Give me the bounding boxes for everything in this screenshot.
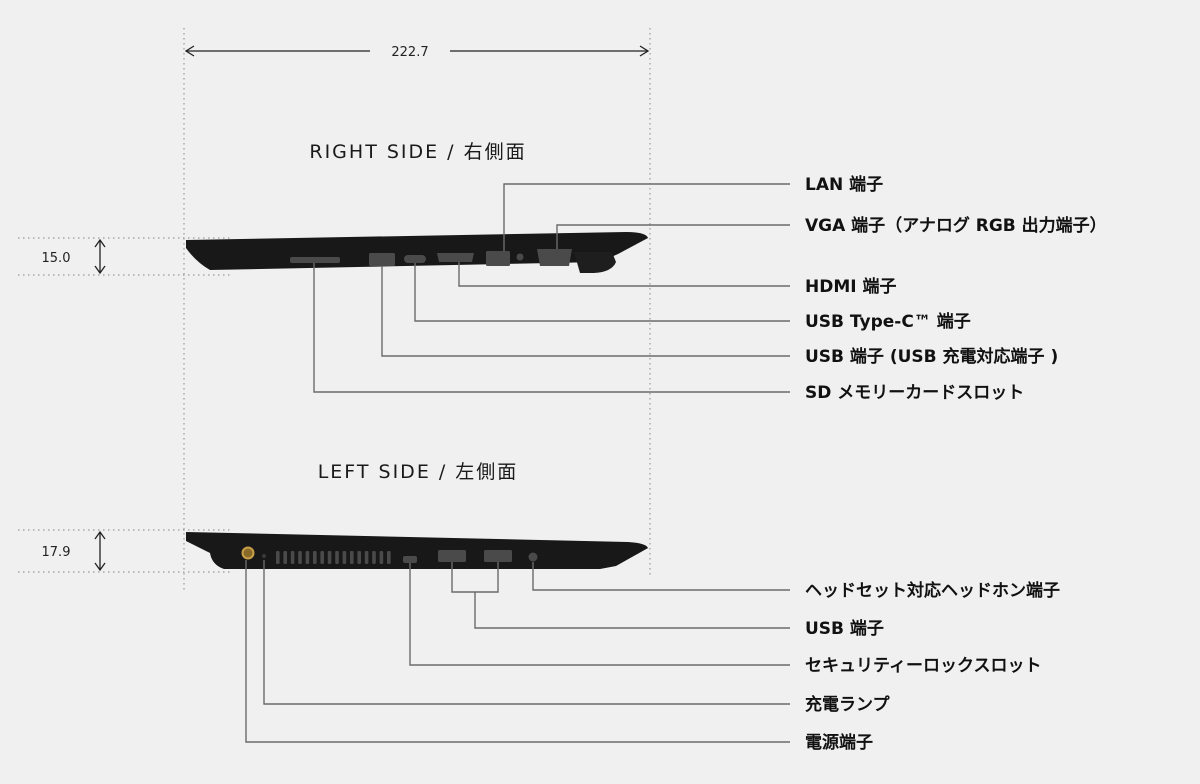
vga-port-shape: [537, 249, 572, 266]
vent-slot: [379, 551, 384, 564]
vent-slot: [364, 551, 369, 564]
vent-slot: [320, 551, 324, 564]
charge-lamp-label: 充電ランプ: [805, 694, 890, 715]
headphone-jack-label: ヘッドセット対応ヘッドホン端子: [805, 580, 1060, 601]
right-usb-port-label: USB 端子 (USB 充電対応端子 ): [805, 346, 1058, 367]
right-usb-port-shape: [369, 253, 395, 266]
left-usb-port-label: USB 端子: [805, 618, 884, 639]
right-height-dimension: 15.0: [42, 238, 106, 275]
left-usb-port-1-shape: [438, 550, 466, 562]
sd-card-leader-line: [313, 263, 790, 393]
power-port-label: 電源端子: [805, 732, 873, 753]
left-side-leaders: [245, 560, 790, 743]
right-height-arrow-bottom: [94, 265, 106, 275]
lan-port-shape: [486, 251, 510, 266]
vga-port-label: VGA 端子（アナログ RGB 出力端子）: [805, 215, 1107, 236]
left-height-arrow-bottom: [94, 562, 106, 572]
right-side-title: RIGHT SIDE / 右側面: [309, 141, 526, 163]
width-dimension-value: 222.7: [391, 45, 428, 60]
power-port-leader-line: [245, 560, 790, 743]
vent-slot: [313, 551, 317, 564]
security-lock-leader-line: [409, 563, 790, 666]
guide-lines: [18, 28, 651, 590]
charge-lamp-shape: [262, 554, 266, 558]
right-side-foot: [574, 252, 616, 273]
left-height-dimension: 17.9: [42, 530, 106, 572]
right-side-laptop: [186, 232, 648, 273]
security-lock-slot-label: セキュリティーロックスロット: [805, 656, 1041, 676]
width-arrow-right-head: [639, 45, 650, 57]
vent-slot: [335, 551, 339, 564]
security-lock-slot-shape: [403, 556, 417, 563]
usb-c-port-shape: [404, 255, 426, 263]
headphone-leader-line: [532, 562, 790, 591]
lan-leader-line: [503, 183, 790, 251]
vent-slot: [283, 551, 287, 564]
vent-slot: [350, 551, 354, 564]
left-side-labels: ヘッドセット対応ヘッドホン端子 USB 端子 セキュリティーロックスロット 充電…: [805, 580, 1060, 753]
right-usb-leader-line: [381, 266, 790, 357]
vent-slot: [327, 551, 332, 564]
usb-c-leader-line: [414, 263, 790, 322]
lan-port-label: LAN 端子: [805, 174, 883, 195]
vent-slot: [290, 551, 295, 564]
left-side-title: LEFT SIDE / 左側面: [318, 461, 519, 483]
width-dimension: 222.7: [184, 45, 650, 60]
hdmi-port-shape: [437, 253, 474, 262]
sd-card-slot-shape: [290, 257, 340, 263]
vent-slot: [276, 551, 280, 564]
usb-c-port-label: USB Type-C™ 端子: [805, 311, 971, 332]
left-side-laptop: [186, 532, 648, 569]
right-height-value: 15.0: [42, 251, 71, 266]
left-height-value: 17.9: [42, 545, 71, 560]
charge-lamp-leader-line: [263, 560, 790, 705]
left-height-arrow-top: [94, 530, 106, 540]
vent-slot: [357, 551, 361, 564]
vent-slot: [298, 551, 302, 564]
headphone-jack-shape: [528, 552, 538, 562]
hdmi-leader-line: [458, 262, 790, 287]
vga-leader-line: [556, 224, 790, 249]
right-side-labels: LAN 端子 VGA 端子（アナログ RGB 出力端子） HDMI 端子 USB…: [805, 174, 1107, 403]
vent-slot: [387, 551, 391, 564]
left-usb-leader-line: [474, 592, 790, 629]
vent-slot: [372, 551, 376, 564]
width-arrow-left-head: [184, 45, 195, 57]
vent-slot: [342, 551, 347, 564]
right-side-leaders: [313, 183, 790, 393]
indicator-dot-shape: [516, 253, 524, 261]
vent-grille: [276, 551, 391, 564]
power-port-shape: [241, 546, 255, 560]
left-side-body: [186, 532, 648, 569]
hdmi-port-label: HDMI 端子: [805, 276, 897, 297]
sd-card-slot-label: SD メモリーカードスロット: [805, 383, 1024, 403]
vent-slot: [305, 551, 310, 564]
right-height-arrow-top: [94, 238, 106, 248]
left-usb-port-2-shape: [484, 550, 512, 562]
